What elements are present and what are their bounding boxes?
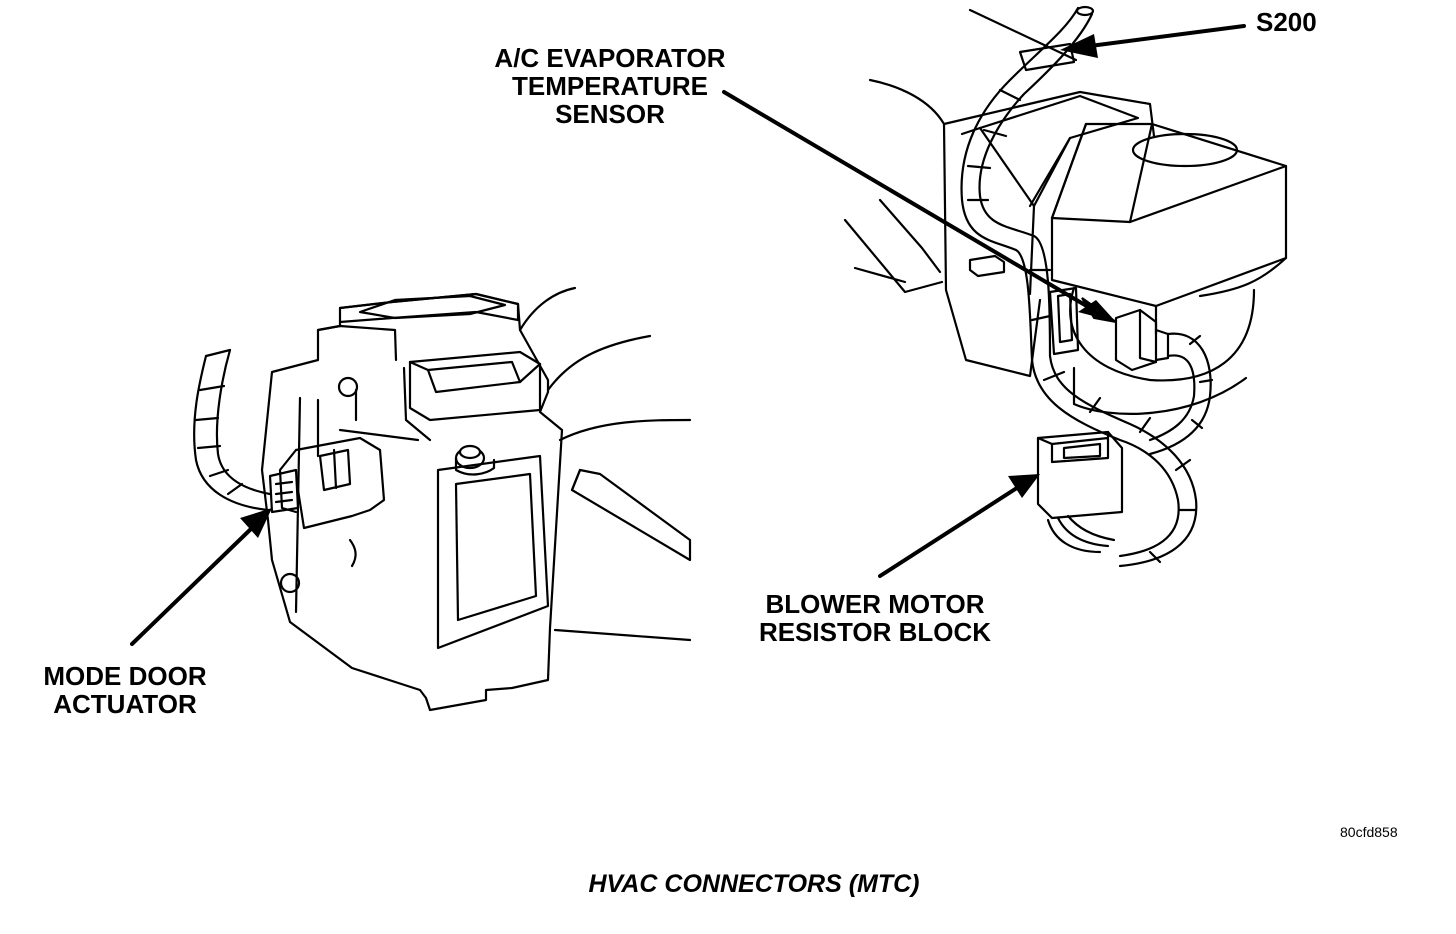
label-mode-door-line1: MODE DOOR — [43, 661, 207, 691]
label-evaporator-sensor-line1: A/C EVAPORATOR — [494, 43, 726, 73]
mode-door-wire-harness — [193, 348, 272, 512]
arrow-mode-door — [130, 508, 272, 646]
label-blower-resistor-line2: RESISTOR BLOCK — [758, 617, 992, 647]
label-mode-door-line2: ACTUATOR — [53, 689, 197, 719]
label-evaporator-sensor: A/C EVAPORATOR TEMPERATURE SENSOR — [470, 44, 750, 128]
arrow-blower-resistor — [878, 474, 1040, 578]
label-evaporator-sensor-line3: SENSOR — [555, 99, 665, 129]
label-evaporator-sensor-line2: TEMPERATURE — [512, 71, 708, 101]
evaporator-blower-assembly — [843, 78, 1288, 554]
arrow-s200 — [1060, 24, 1246, 58]
label-blower-resistor: BLOWER MOTOR RESISTOR BLOCK — [730, 590, 1020, 646]
label-mode-door: MODE DOOR ACTUATOR — [20, 662, 230, 718]
label-s200: S200 — [1256, 7, 1317, 37]
label-blower-resistor-line1: BLOWER MOTOR — [765, 589, 985, 619]
heater-housing-left — [260, 286, 692, 712]
callout-arrows — [130, 24, 1246, 646]
figure-caption: HVAC CONNECTORS (MTC) — [588, 870, 920, 898]
s200-wire-harness — [960, 5, 1214, 568]
arrow-evaporator-sensor — [722, 90, 1117, 323]
figure-code: 80cfd858 — [1340, 824, 1398, 840]
